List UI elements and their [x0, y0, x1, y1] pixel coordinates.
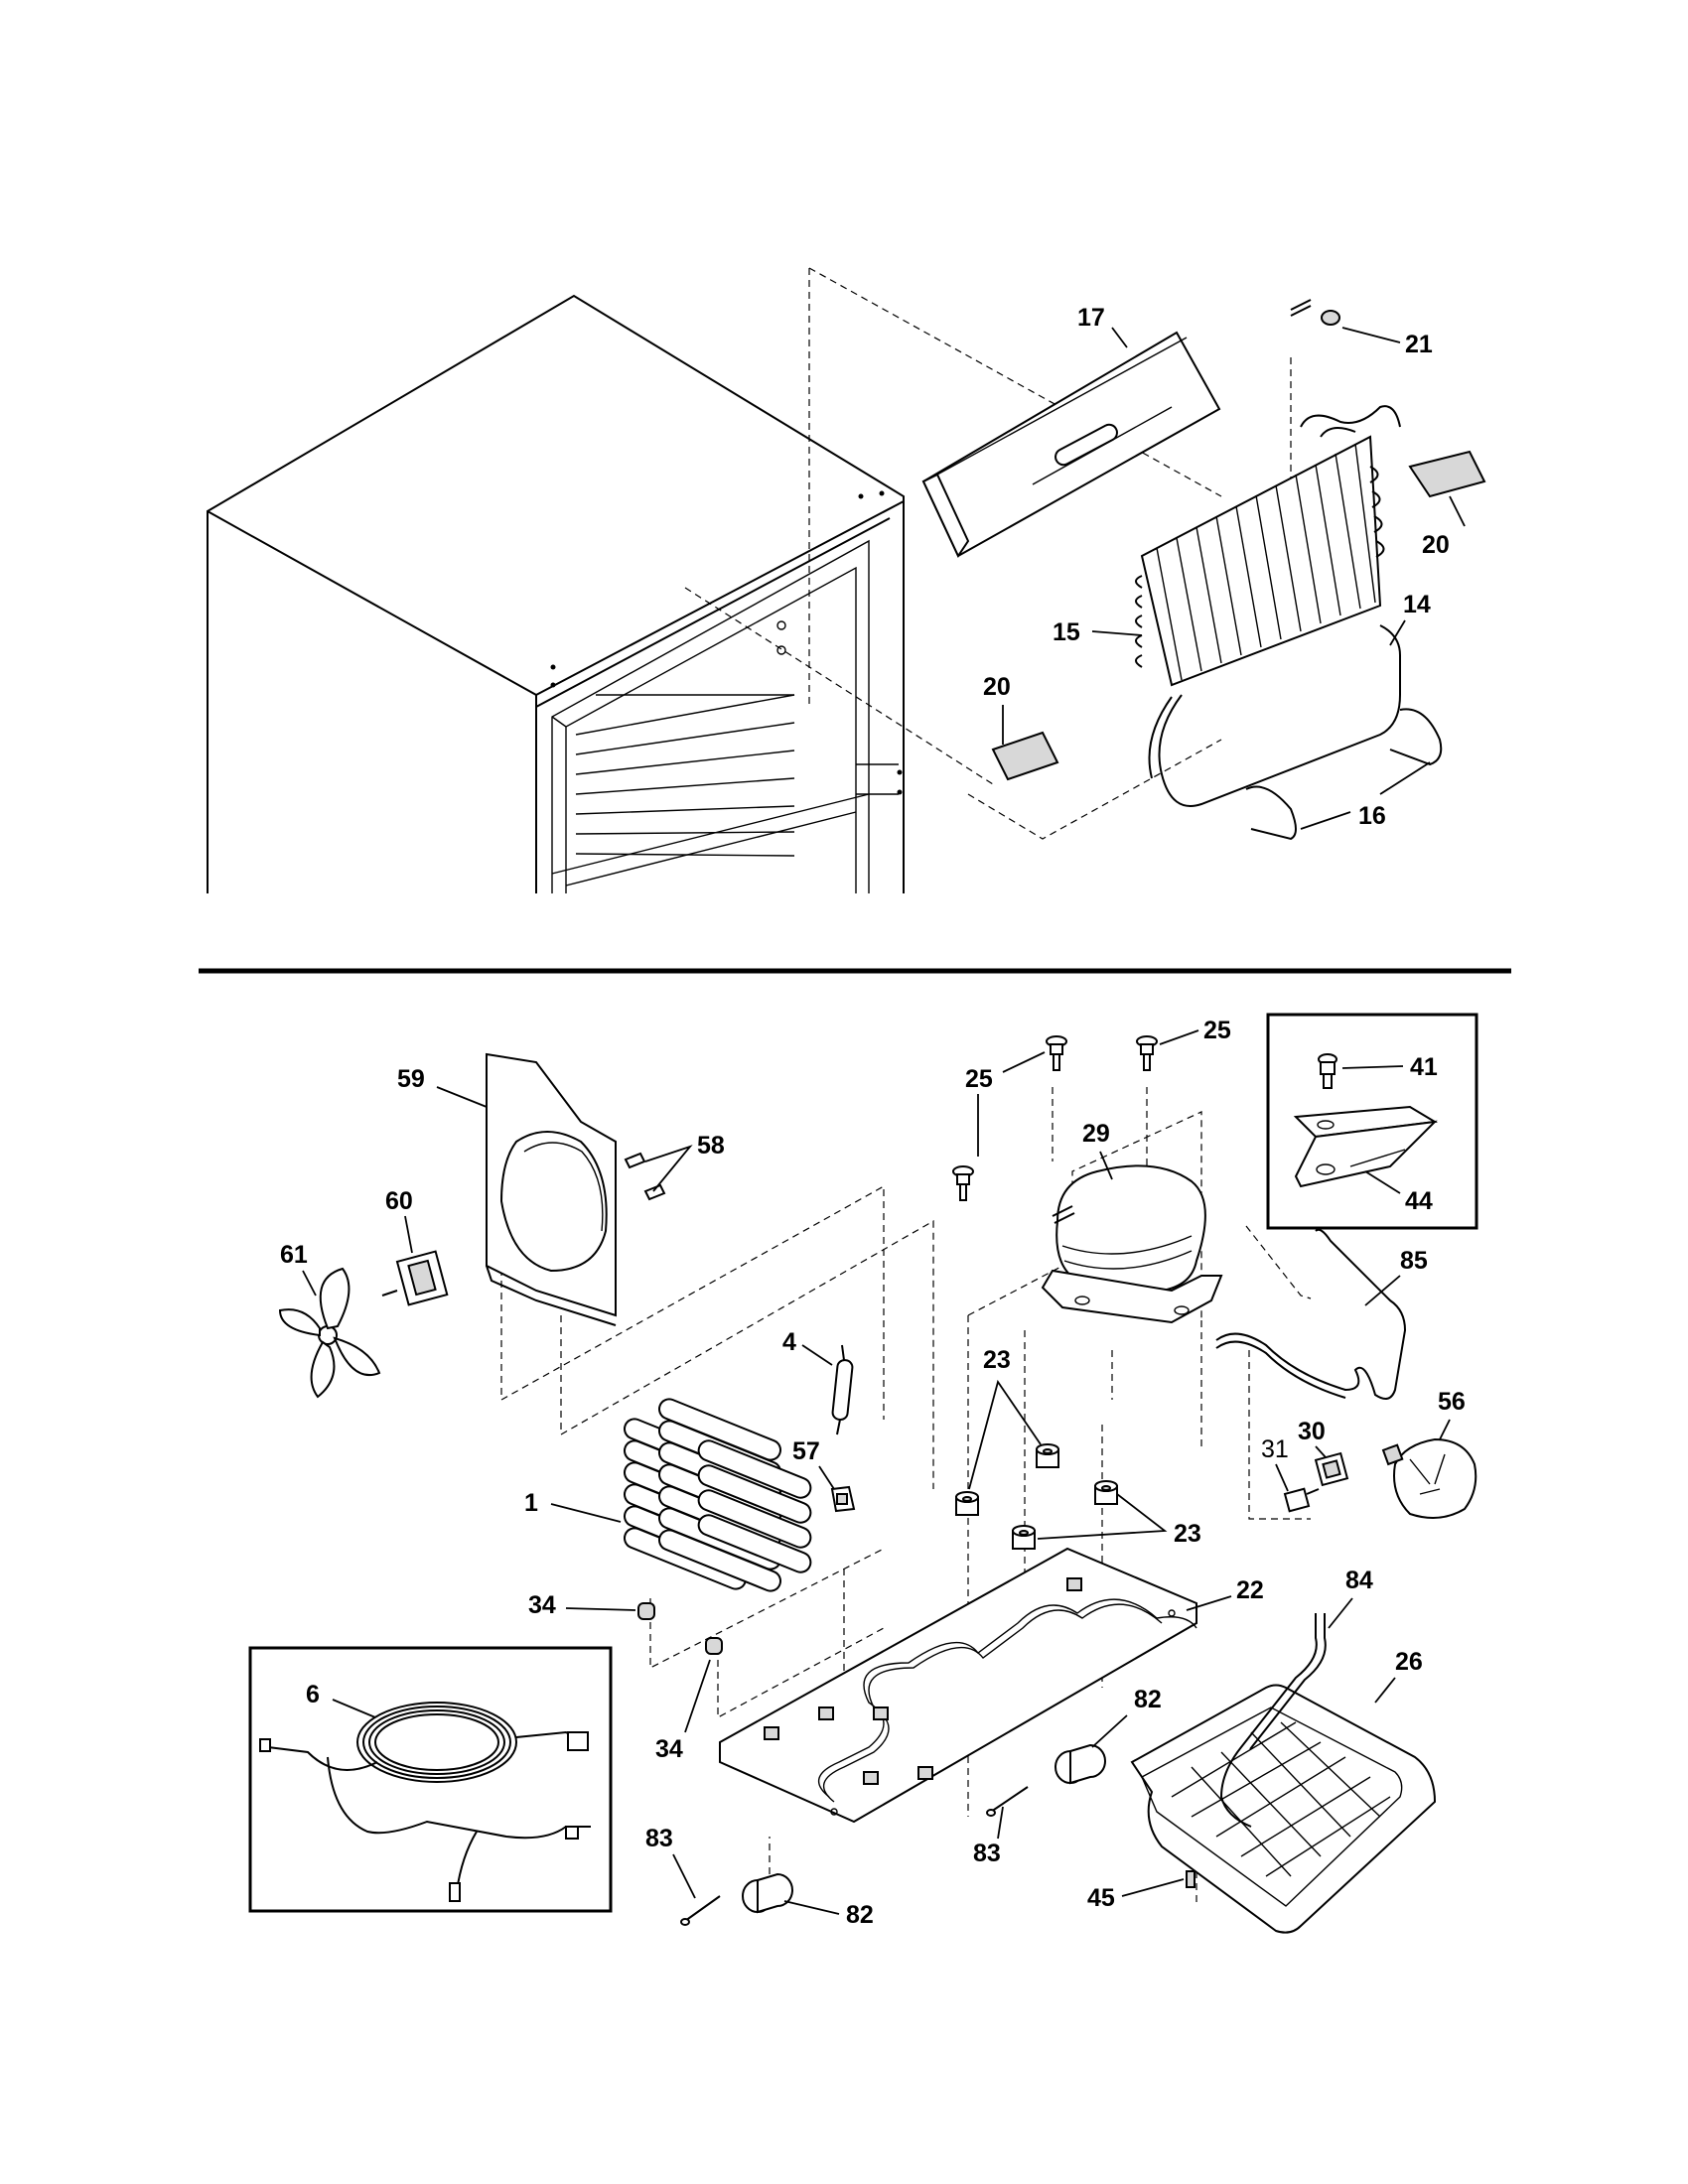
callout-41: 41 [1410, 1053, 1438, 1081]
assembly-lines-top [684, 267, 1292, 840]
callout-82-right: 82 [1134, 1686, 1162, 1713]
callout-4: 4 [782, 1328, 796, 1356]
callout-56: 56 [1438, 1388, 1466, 1416]
part-6-wire-harness [259, 1702, 591, 1902]
callout-23-top: 23 [983, 1346, 1011, 1374]
part-15-evaporator [1135, 405, 1401, 687]
part-82-foot-right [1055, 1743, 1106, 1785]
part-26-drain-pan [1130, 1684, 1437, 1934]
inset-box-bracket [1266, 1013, 1478, 1230]
part-20-pad-right [1408, 450, 1486, 498]
callout-22: 22 [1236, 1576, 1264, 1604]
callout-45: 45 [1087, 1884, 1115, 1912]
refrigerator-cabinet [207, 294, 905, 893]
callout-31: 31 [1261, 1435, 1289, 1463]
part-25-screw-top-right [1136, 1035, 1158, 1071]
part-23-grommets [955, 1443, 1118, 1550]
callout-57: 57 [792, 1437, 820, 1465]
part-45-screw [1186, 1870, 1196, 1888]
part-57-clip [830, 1485, 856, 1513]
callout-23-bottom: 23 [1174, 1520, 1201, 1548]
part-83-screw-left [680, 1895, 721, 1926]
part-84-drain-tube [1219, 1613, 1327, 1828]
part-82-foot-left [742, 1872, 793, 1914]
callout-83-left: 83 [645, 1825, 673, 1852]
callout-58: 58 [697, 1132, 725, 1160]
part-20-pad-left [991, 731, 1059, 781]
callout-85: 85 [1400, 1247, 1428, 1275]
part-34-spacer-lower [705, 1637, 723, 1655]
part-30-relay [1314, 1451, 1349, 1487]
freezer-shelf-ribs [575, 694, 795, 857]
callout-17: 17 [1077, 304, 1105, 332]
callout-6: 6 [306, 1681, 320, 1708]
grommet-2 [1036, 1443, 1059, 1468]
callout-25-right: 25 [1203, 1017, 1231, 1044]
part-14-tube [1148, 624, 1401, 807]
part-22-base-plate [719, 1547, 1197, 1824]
grommet-3 [1012, 1525, 1036, 1550]
callout-83-right: 83 [973, 1840, 1001, 1867]
part-83-screw-right [986, 1786, 1029, 1817]
part-61-fan-blade [278, 1267, 381, 1399]
callout-16: 16 [1358, 802, 1386, 830]
callout-34-lower: 34 [655, 1735, 683, 1763]
part-4-dryer [831, 1344, 854, 1435]
part-85-tube [1215, 1228, 1407, 1400]
part-34-spacer-upper [637, 1602, 655, 1620]
part-25-screw-top-left [1046, 1035, 1067, 1071]
callout-20-right: 20 [1422, 531, 1450, 559]
callout-26: 26 [1395, 1648, 1423, 1676]
part-25-screw-left [952, 1165, 974, 1201]
part-21-cap [1290, 299, 1340, 326]
callout-25-left: 25 [965, 1065, 993, 1093]
callout-14: 14 [1403, 591, 1431, 618]
part-56-relay-cover [1381, 1437, 1477, 1519]
callout-29: 29 [1082, 1120, 1110, 1148]
base-plate-mount-tabs [764, 1577, 1082, 1785]
callout-1: 1 [524, 1489, 538, 1517]
callout-82-left: 82 [846, 1901, 874, 1929]
callout-15: 15 [1053, 618, 1080, 646]
callout-20-left: 20 [983, 673, 1011, 701]
part-17-channel [921, 331, 1221, 559]
assembly-lines-bottom [500, 1087, 1312, 1906]
callout-44: 44 [1405, 1187, 1433, 1215]
callout-60: 60 [385, 1187, 413, 1215]
callout-84: 84 [1345, 1567, 1373, 1594]
grommet-1 [955, 1491, 979, 1516]
part-44-bracket [1293, 1105, 1438, 1188]
part-16-clips [1245, 708, 1443, 841]
inset-box-harness [248, 1646, 613, 1913]
part-29-compressor [1041, 1164, 1223, 1324]
callout-30: 30 [1298, 1418, 1326, 1445]
part-41-screw [1318, 1053, 1337, 1089]
callout-61: 61 [280, 1241, 308, 1269]
grommet-4 [1094, 1480, 1118, 1505]
part-31-overload [1283, 1487, 1320, 1513]
part-60-fan-motor [381, 1250, 449, 1306]
callout-34-upper: 34 [528, 1591, 556, 1619]
callout-59: 59 [397, 1065, 425, 1093]
part-58-screws [624, 1152, 666, 1201]
part-1-condenser [624, 1398, 812, 1592]
part-59-fan-shroud [486, 1052, 617, 1326]
callout-21: 21 [1405, 331, 1433, 358]
